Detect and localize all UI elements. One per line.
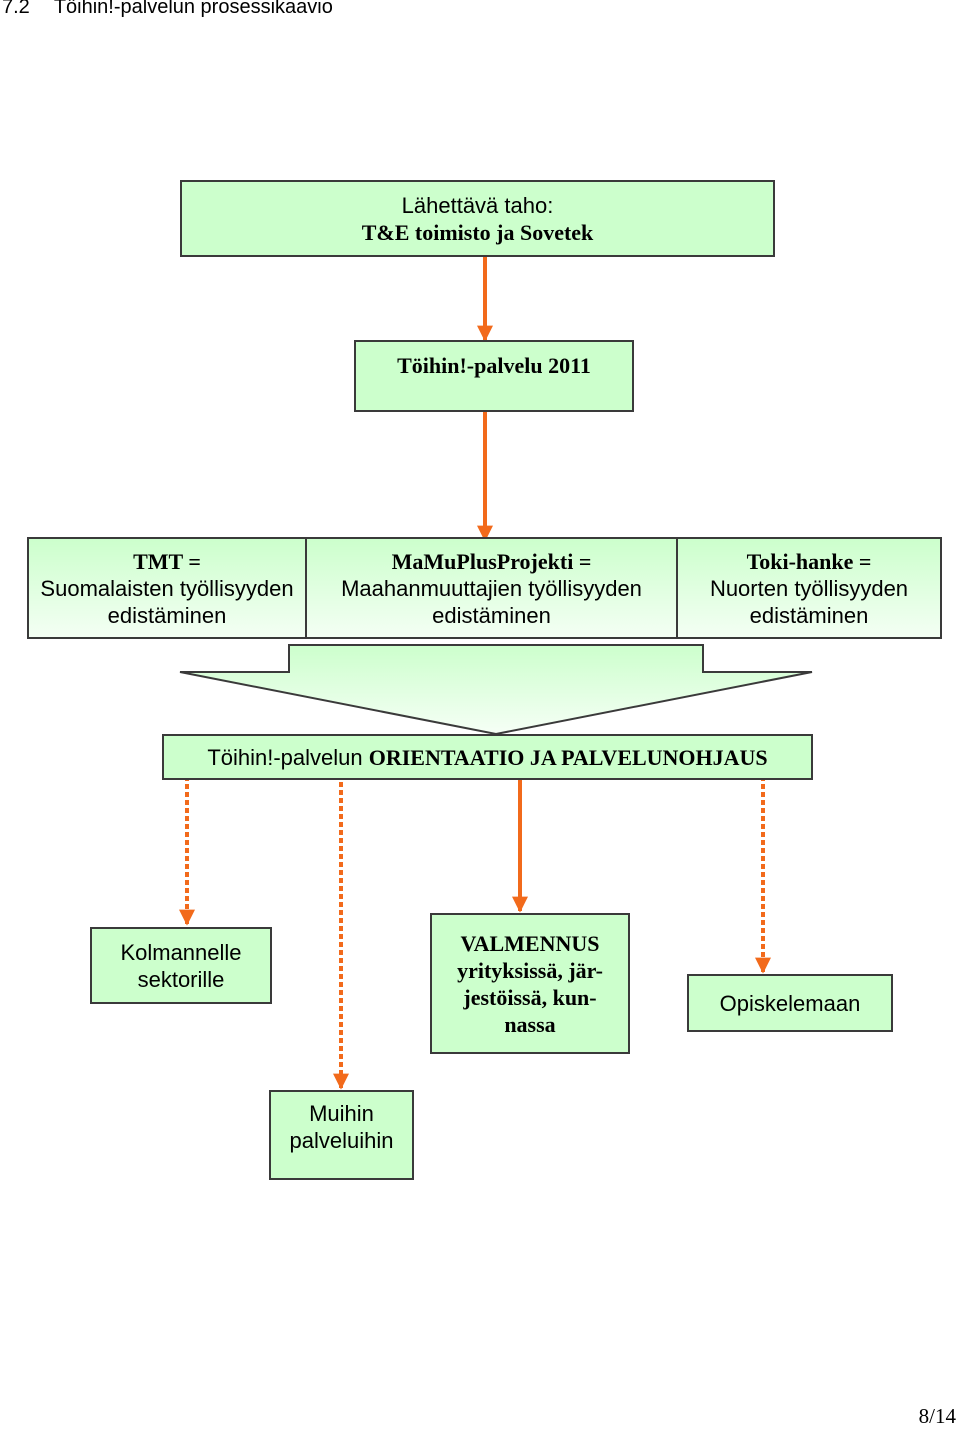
coaching-box: VALMENNUS yrityksissä, jär- jestöissä, k… xyxy=(430,913,630,1054)
other-services-line2: palveluihin xyxy=(289,1128,394,1153)
project-desc-line1: Suomalaisten työllisyyden xyxy=(40,575,294,601)
orientation-box: Töihin!-palvelun ORIENTAATIO JA PALVELUN… xyxy=(162,734,813,780)
section-title: Töihin!-palvelun prosessikaavio xyxy=(53,0,333,18)
sender-label: Lähettävä taho: xyxy=(401,192,554,218)
studying-box: Opiskelemaan xyxy=(687,974,893,1032)
project-title: MaMuPlusProjekti = xyxy=(391,548,592,574)
project-title: Toki-hanke = xyxy=(746,548,872,574)
project-desc-line2: edistäminen xyxy=(432,602,551,628)
other-services-box: Muihin palveluihin xyxy=(269,1090,414,1180)
page-number: 8/14 xyxy=(918,1404,956,1428)
third-sector-box: Kolmannelle sektorille xyxy=(90,927,272,1004)
merge-block-arrow xyxy=(179,644,813,736)
sender-name: T&E toimisto ja Sovetek xyxy=(361,219,594,245)
project-title: TMT = xyxy=(133,548,201,574)
orientation-prefix: Töihin!-palvelun xyxy=(207,744,369,770)
project-desc-line2: edistäminen xyxy=(107,602,227,628)
section-heading: 7.2 Töihin!-palvelun prosessikaavio xyxy=(2,0,333,19)
service-box: Töihin!-palvelu 2011 xyxy=(354,340,634,412)
service-label: Töihin!-palvelu 2011 xyxy=(397,353,591,378)
third-sector-line1: Kolmannelle xyxy=(120,939,242,965)
third-sector-line2: sektorille xyxy=(137,966,225,992)
other-services-line1: Muihin xyxy=(309,1101,374,1126)
project-desc-line1: Nuorten työllisyyden xyxy=(709,575,909,601)
project-box-mamuplus: MaMuPlusProjekti = Maahanmuuttajien työl… xyxy=(305,537,678,639)
coaching-line2: yrityksissä, jär- xyxy=(457,957,603,983)
project-box-toki: Toki-hanke = Nuorten työllisyyden edistä… xyxy=(676,537,942,639)
section-number: 7.2 xyxy=(2,0,30,18)
studying-label: Opiskelemaan xyxy=(719,990,861,1016)
orientation-title: ORIENTAATIO JA PALVELUNOHJAUS xyxy=(368,744,768,770)
coaching-line1: VALMENNUS xyxy=(460,930,600,956)
coaching-line4: nassa xyxy=(504,1011,556,1037)
project-box-tmt: TMT = Suomalaisten työllisyyden edistämi… xyxy=(27,537,307,639)
project-desc-line1: Maahanmuuttajien työllisyyden xyxy=(341,575,642,601)
coaching-line3: jestöissä, kun- xyxy=(463,984,597,1010)
project-desc-line2: edistäminen xyxy=(749,602,869,628)
sender-box: Lähettävä taho: T&E toimisto ja Sovetek xyxy=(180,180,775,257)
